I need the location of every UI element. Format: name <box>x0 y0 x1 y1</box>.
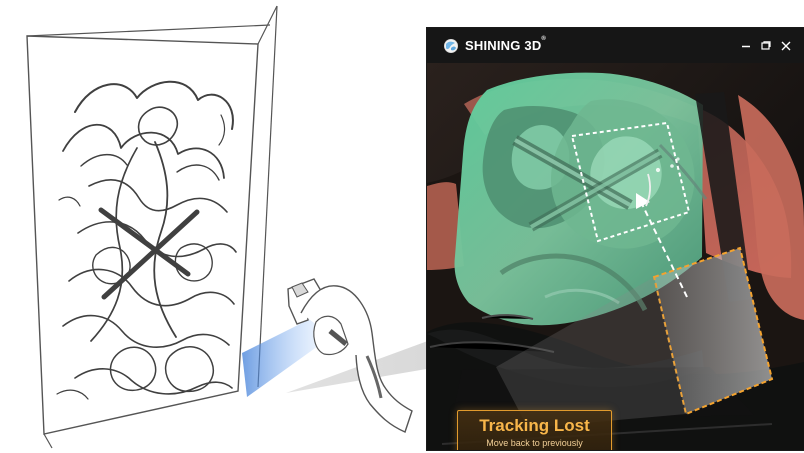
close-icon[interactable] <box>780 40 792 52</box>
brand-name: SHINING 3D® <box>465 38 546 53</box>
tracking-lost-title: Tracking Lost <box>458 416 611 436</box>
window-controls <box>740 40 792 52</box>
restore-icon[interactable] <box>760 40 772 52</box>
globe-icon <box>443 38 459 54</box>
tracking-lost-message: Move back to previously scanned area to … <box>470 438 600 450</box>
scanner-app-window: SHINING 3D® <box>427 28 804 450</box>
brand-logo: SHINING 3D® <box>443 38 546 54</box>
title-bar[interactable]: SHINING 3D® <box>427 28 804 63</box>
minimize-icon[interactable] <box>740 40 752 52</box>
tracking-lost-panel: Tracking Lost Move back to previously sc… <box>457 410 612 450</box>
scan-preview <box>427 63 804 450</box>
scan-viewport[interactable]: Tracking Lost Move back to previously sc… <box>427 63 804 450</box>
